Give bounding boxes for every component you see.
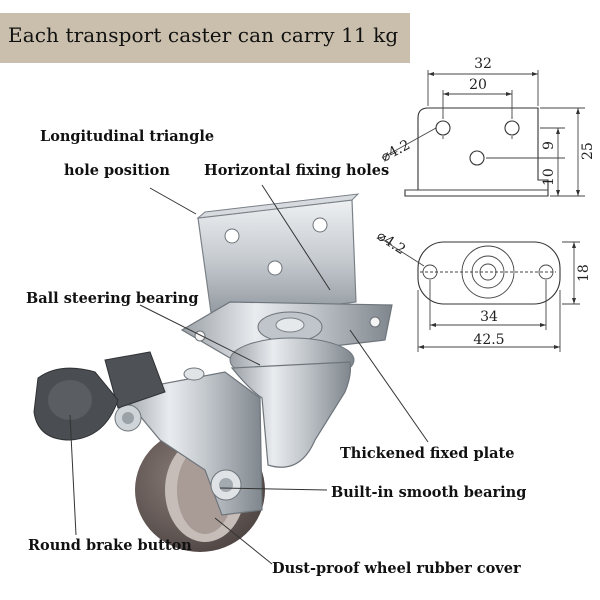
banner-title: Each transport caster can carry 11 kg bbox=[8, 23, 399, 47]
capacity-banner: Each transport caster can carry 11 kg bbox=[0, 13, 410, 63]
label-brake-button: Round brake button bbox=[28, 537, 192, 554]
brake-pedal bbox=[33, 351, 166, 441]
dim-hole-diameter-top: ⌀4.2 bbox=[374, 228, 408, 258]
dim-18: 18 bbox=[576, 264, 592, 282]
fork bbox=[114, 337, 355, 516]
label-rubber-cover: Dust-proof wheel rubber cover bbox=[272, 560, 521, 577]
label-fixed-plate: Thickened fixed plate bbox=[340, 445, 515, 462]
dim-20: 20 bbox=[469, 77, 487, 93]
dim-10: 10 bbox=[541, 168, 557, 186]
leader-lines bbox=[69, 184, 429, 565]
dim-42-5: 42.5 bbox=[473, 332, 504, 348]
label-horizontal-holes: Horizontal fixing holes bbox=[204, 162, 390, 179]
label-triangle-line2: hole position bbox=[64, 162, 170, 179]
horizontal-plate bbox=[180, 301, 393, 359]
label-triangle-line1: Longitudinal triangle bbox=[40, 128, 215, 145]
label-smooth-bearing: Built-in smooth bearing bbox=[331, 484, 527, 501]
dim-25: 25 bbox=[580, 142, 596, 160]
dim-32: 32 bbox=[474, 56, 492, 72]
vertical-plate bbox=[196, 193, 360, 321]
label-ball-bearing: Ball steering bearing bbox=[26, 290, 199, 307]
dim-9: 9 bbox=[541, 141, 557, 150]
dim-34: 34 bbox=[480, 309, 498, 325]
